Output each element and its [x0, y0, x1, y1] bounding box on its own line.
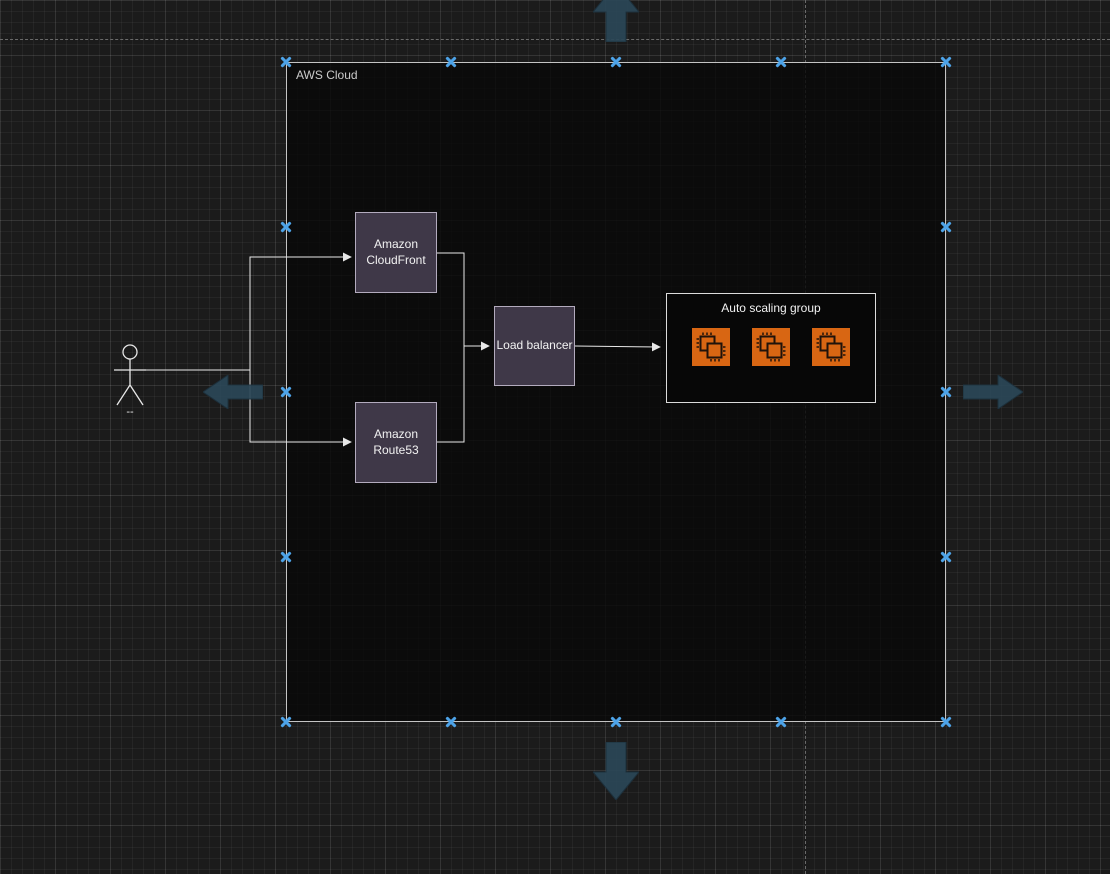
- direction-arrow-down-icon[interactable]: [593, 742, 639, 800]
- node-load-balancer-label: Load balancer: [496, 338, 573, 353]
- auto-scaling-group-container[interactable]: Auto scaling group: [666, 293, 876, 403]
- direction-arrow-up-icon[interactable]: [593, 0, 639, 42]
- selection-handle[interactable]: [280, 56, 292, 68]
- ec2-instance-icon[interactable]: [752, 328, 790, 366]
- actor-label: --: [126, 406, 134, 418]
- actor-body: [114, 359, 146, 406]
- selection-handle[interactable]: [280, 221, 292, 233]
- node-load-balancer[interactable]: Load balancer: [494, 306, 575, 386]
- ec2-instance-icon[interactable]: [812, 328, 850, 366]
- direction-arrow-left-icon[interactable]: [203, 375, 263, 409]
- actor-head: [122, 344, 138, 360]
- selection-handle[interactable]: [775, 56, 787, 68]
- user-actor[interactable]: [108, 343, 152, 407]
- selection-handle[interactable]: [940, 551, 952, 563]
- direction-arrow-right-icon[interactable]: [963, 375, 1023, 409]
- selection-handle[interactable]: [610, 716, 622, 728]
- selection-handle[interactable]: [610, 56, 622, 68]
- aws-cloud-label: AWS Cloud: [296, 68, 358, 82]
- selection-handle[interactable]: [940, 716, 952, 728]
- selection-handle[interactable]: [445, 716, 457, 728]
- page-guide-horizontal: [0, 39, 1110, 40]
- selection-handle[interactable]: [280, 551, 292, 563]
- selection-handle[interactable]: [940, 386, 952, 398]
- selection-handle[interactable]: [280, 716, 292, 728]
- selection-handle[interactable]: [280, 386, 292, 398]
- selection-handle[interactable]: [445, 56, 457, 68]
- auto-scaling-group-label: Auto scaling group: [721, 301, 821, 315]
- node-amazon-cloudfront[interactable]: Amazon CloudFront: [355, 212, 437, 293]
- node-amazon-route53-label: Amazon Route53: [373, 426, 419, 457]
- selection-handle[interactable]: [940, 221, 952, 233]
- ec2-instance-icon[interactable]: [692, 328, 730, 366]
- selection-handle[interactable]: [775, 716, 787, 728]
- node-amazon-route53[interactable]: Amazon Route53: [355, 402, 437, 483]
- asg-instances-row: [667, 328, 875, 366]
- node-amazon-cloudfront-label: Amazon CloudFront: [366, 236, 426, 267]
- selection-handle[interactable]: [940, 56, 952, 68]
